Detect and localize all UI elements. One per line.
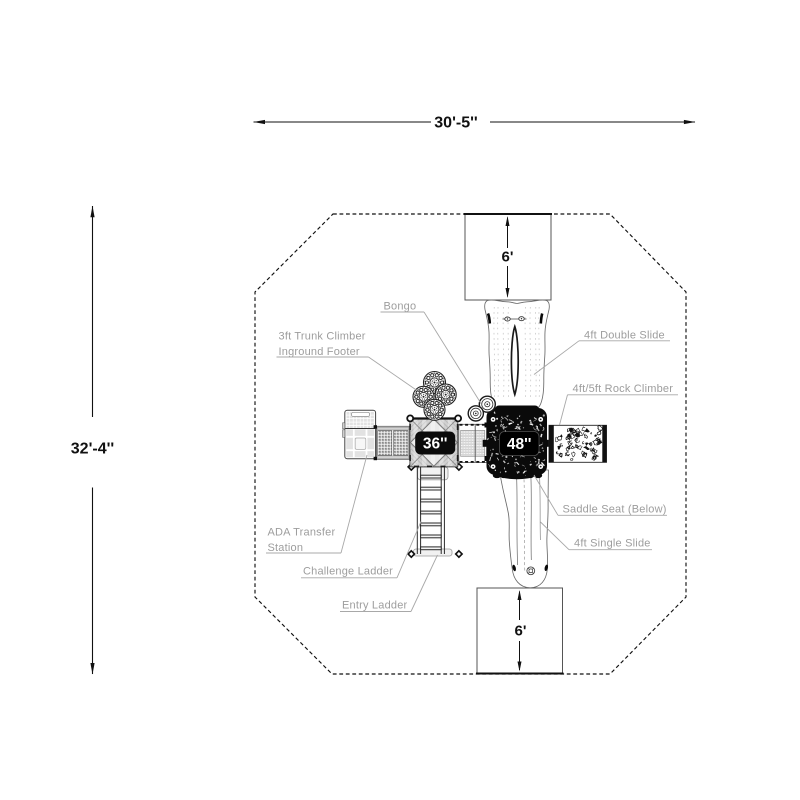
svg-text:3ft Trunk Climber: 3ft Trunk Climber bbox=[279, 331, 366, 343]
svg-text:30'-5'': 30'-5'' bbox=[434, 115, 477, 132]
svg-text:4ft/5ft Rock Climber: 4ft/5ft Rock Climber bbox=[573, 383, 674, 395]
svg-text:4ft Single Slide: 4ft Single Slide bbox=[574, 538, 651, 550]
svg-text:Entry Ladder: Entry Ladder bbox=[342, 600, 408, 612]
svg-text:Station: Station bbox=[268, 542, 304, 554]
svg-text:6': 6' bbox=[502, 249, 514, 266]
svg-text:32'-4'': 32'-4'' bbox=[71, 441, 114, 458]
svg-text:48'': 48'' bbox=[507, 436, 532, 453]
svg-text:Inground Footer: Inground Footer bbox=[279, 346, 360, 358]
svg-text:Challenge Ladder: Challenge Ladder bbox=[303, 566, 393, 578]
svg-text:36'': 36'' bbox=[423, 436, 448, 453]
svg-text:4ft Double Slide: 4ft Double Slide bbox=[584, 330, 665, 342]
svg-text:Saddle Seat (Below): Saddle Seat (Below) bbox=[563, 504, 667, 516]
svg-text:Bongo: Bongo bbox=[384, 301, 417, 313]
svg-text:6': 6' bbox=[515, 623, 527, 640]
svg-text:ADA Transfer: ADA Transfer bbox=[268, 527, 336, 539]
